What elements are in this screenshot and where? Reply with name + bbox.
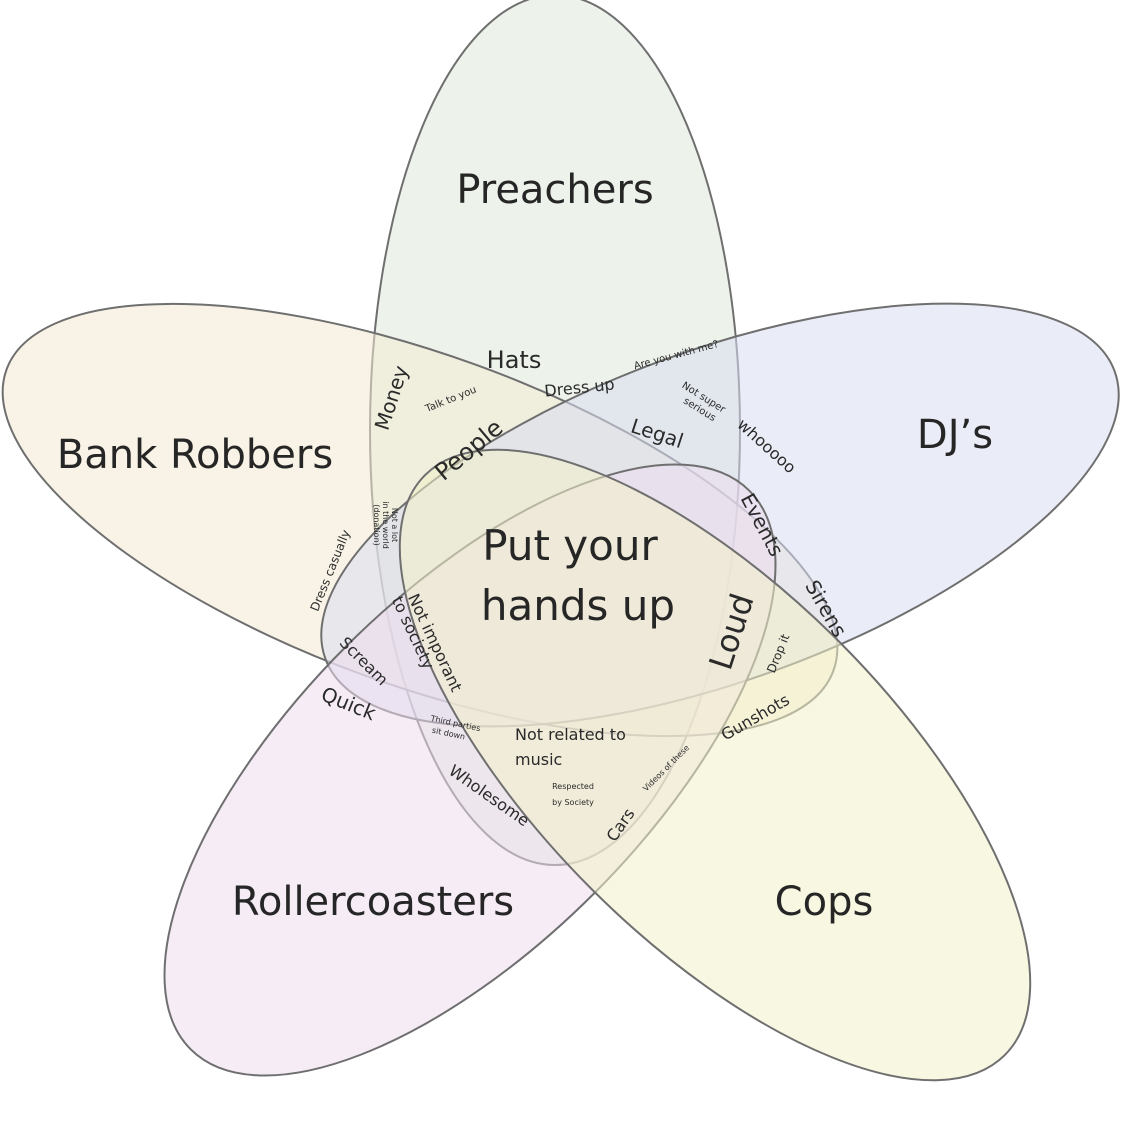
region-not-a-lot-3: (donation) [372,504,381,546]
center-line-1: Put your [482,521,658,570]
center-line-2: hands up [481,581,675,630]
label-djs: DJ’s [917,412,993,458]
region-hats: Hats [487,346,542,374]
label-bank-robbers: Bank Robbers [57,432,333,478]
label-rollercoasters: Rollercoasters [232,879,514,925]
region-not-a-lot-2: in the world [381,501,390,549]
region-not-a-lot-1: Not a lot [390,508,399,542]
region-respected-1: Respected [552,782,594,791]
label-preachers: Preachers [456,167,653,213]
region-not-related-2: music [515,750,562,769]
region-not-related-1: Not related to [515,725,626,744]
ellipse-cops [398,448,1032,1082]
set-labels: Preachers Bank Robbers DJ’s Rollercoaste… [57,167,993,925]
center-label: Put your hands up [481,521,675,630]
label-cops: Cops [775,879,874,925]
region-respected-2: by Society [552,798,594,807]
